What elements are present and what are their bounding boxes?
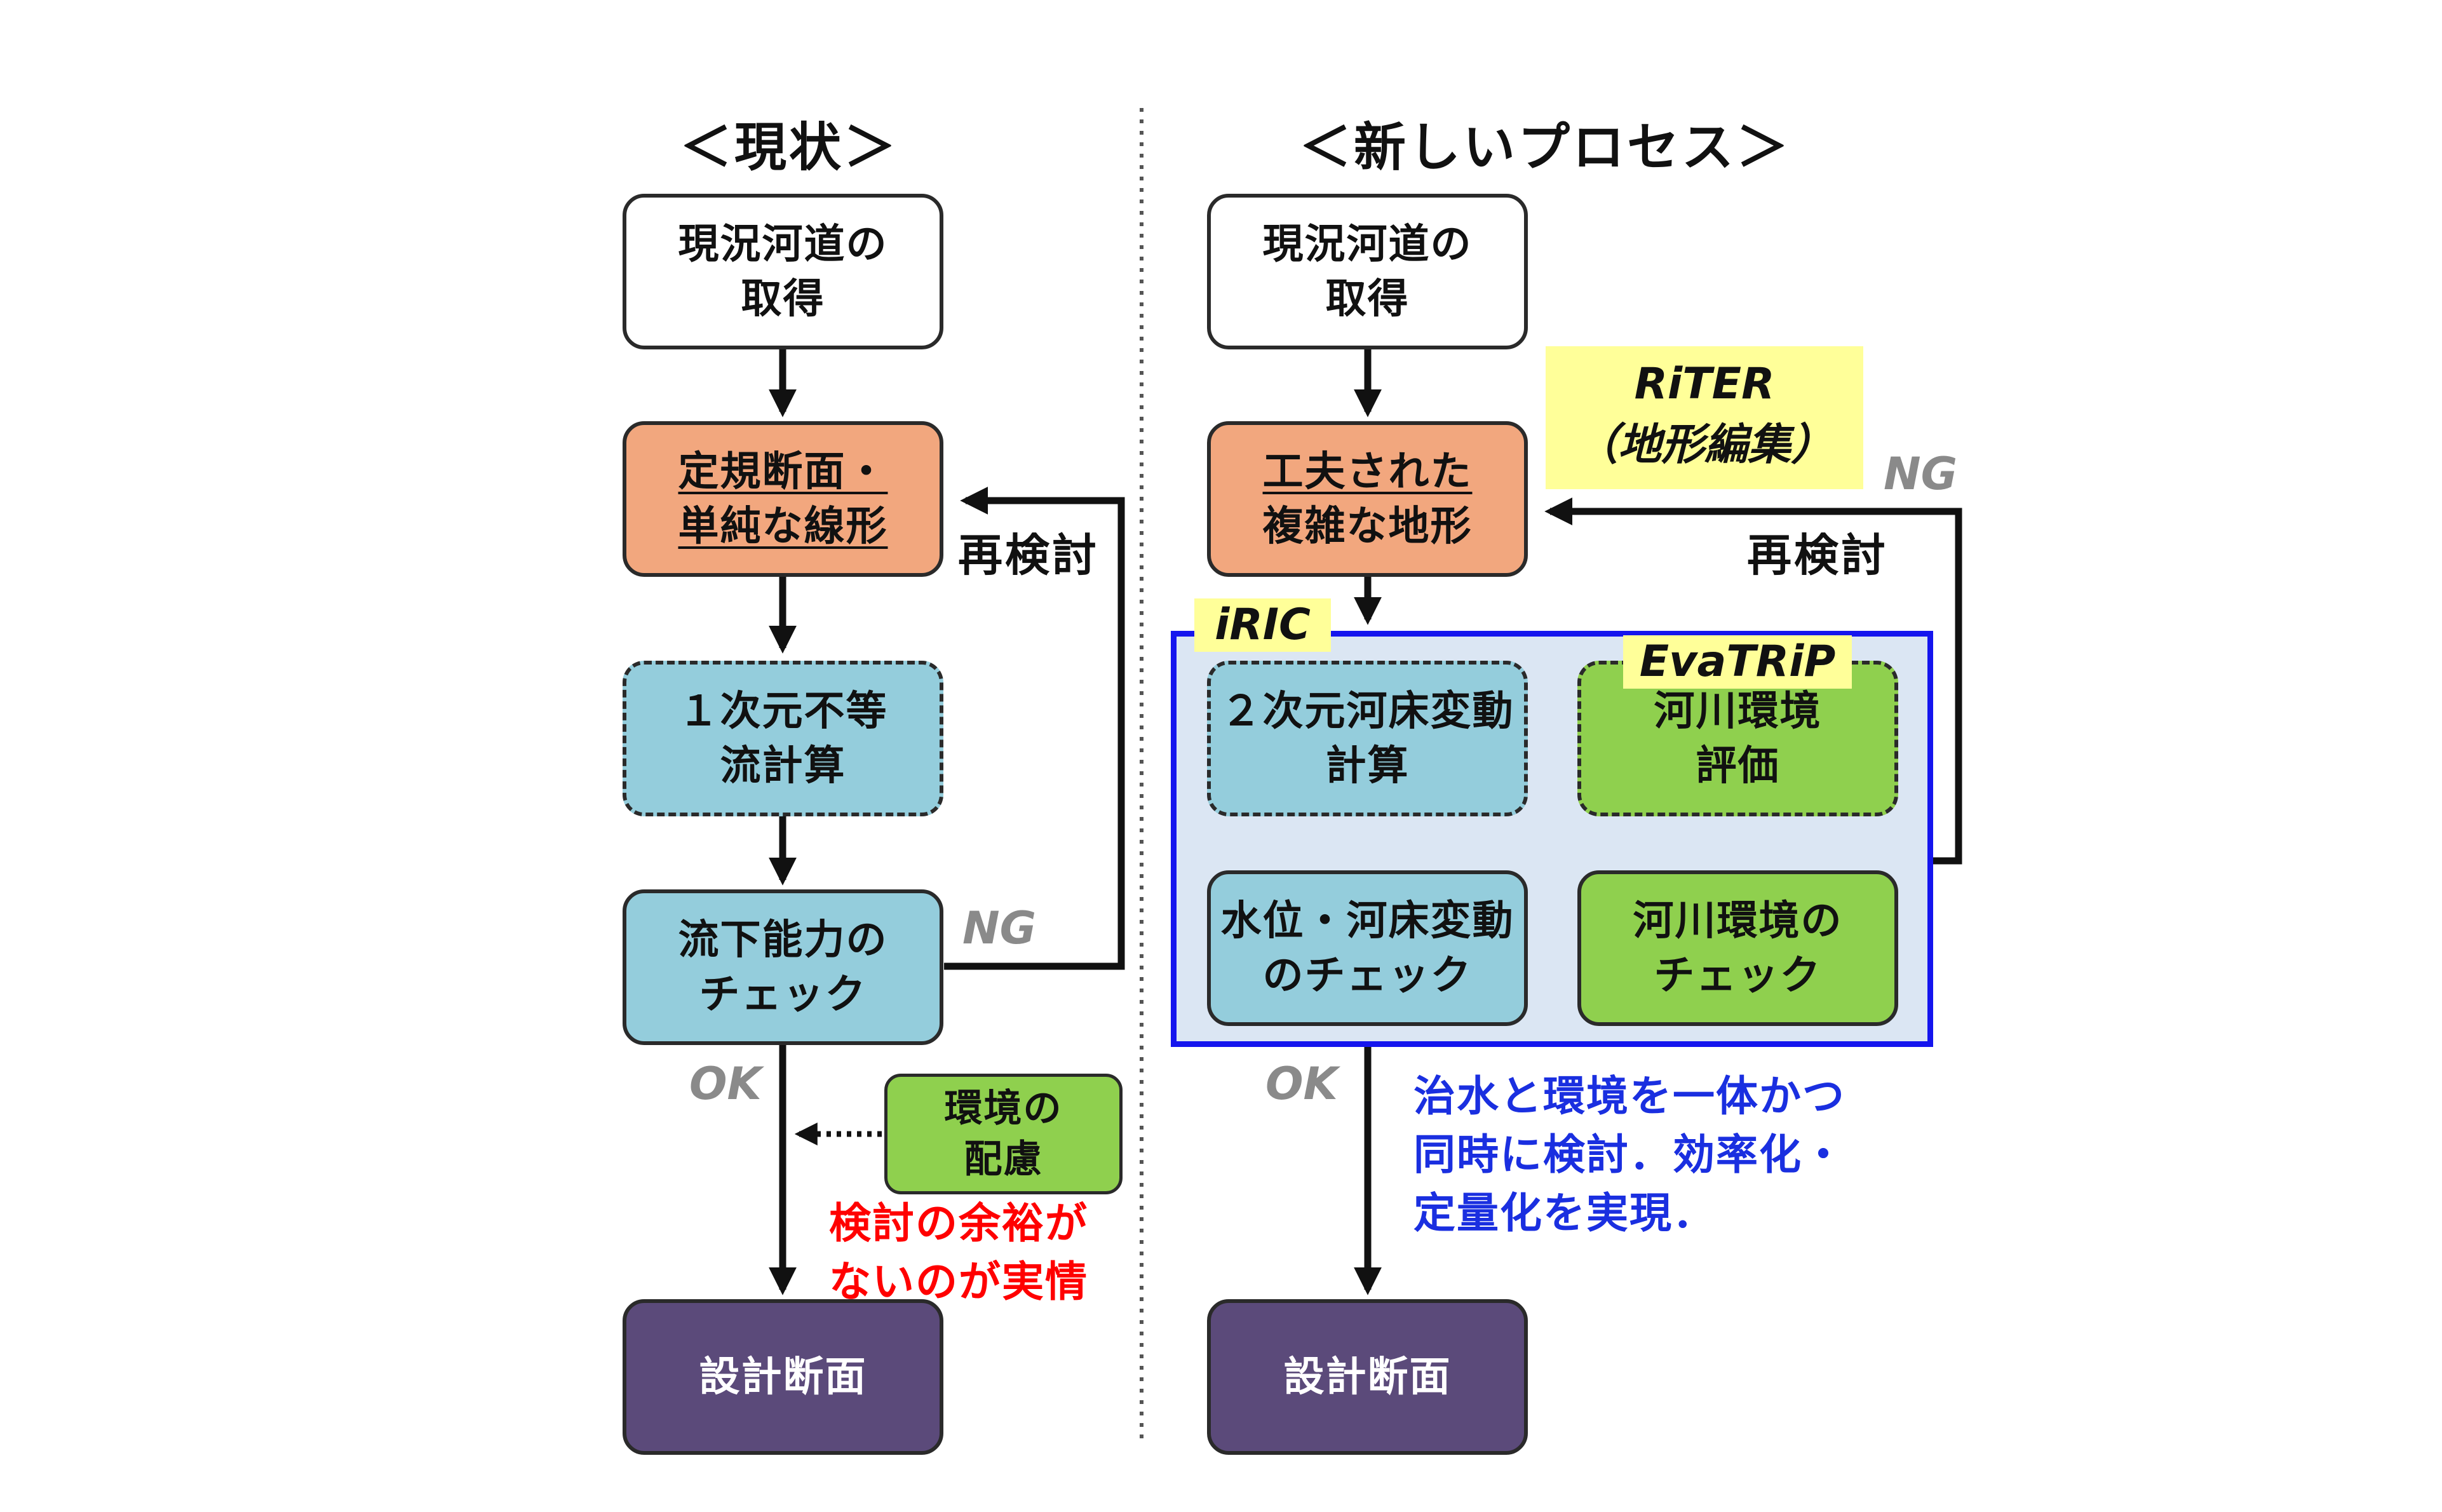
left-recheck-label: 再検討 — [958, 529, 1099, 581]
left-box-design-label: 設計断面 — [699, 1353, 867, 1401]
right-box-2d-calc: ２次元河床変動 計算 — [1207, 661, 1528, 816]
left-box-check-line1: 流下能力の — [678, 916, 888, 964]
left-note: 検討の余裕が ないのが実情 — [829, 1194, 1088, 1311]
left-title: ＜現状＞ — [680, 118, 899, 178]
left-box-env-line1: 環境の — [944, 1086, 1063, 1131]
right-box-design-section: 設計断面 — [1207, 1299, 1528, 1455]
left-box-acquire-line2: 取得 — [741, 275, 825, 323]
arrow-right-ng-loop — [1544, 497, 1962, 865]
right-title: ＜新しいプロセス＞ — [1299, 118, 1791, 178]
left-ok-label: OK — [689, 1058, 762, 1110]
right-box-design-label: 設計断面 — [1283, 1353, 1452, 1401]
right-box-water-line1: 水位・河床変動 — [1220, 897, 1514, 945]
right-note-line3: 定量化を実現． — [1413, 1189, 1716, 1238]
left-box-acquire: 現況河道の 取得 — [623, 194, 943, 349]
left-box-env-line2: 配慮 — [964, 1137, 1043, 1182]
right-box-env-check: 河川環境の チェック — [1577, 870, 1898, 1026]
right-box-complex-terrain: 工夫された 複雑な地形 — [1207, 421, 1528, 577]
left-note-line1: 検討の余裕が — [829, 1199, 1088, 1248]
right-box-complex-line1: 工夫された — [1262, 448, 1473, 496]
left-note-line2: ないのが実情 — [829, 1257, 1088, 1306]
right-box-eval-line1: 河川環境 — [1654, 687, 1822, 735]
evatrip-tag: EvaTRiP — [1623, 635, 1852, 689]
left-box-env-consideration: 環境の 配慮 — [884, 1074, 1123, 1194]
left-box-regular-line2: 単純な線形 — [678, 503, 888, 550]
right-recheck-label: 再検討 — [1747, 529, 1888, 581]
right-ng-label: NG — [1884, 448, 1958, 500]
right-box-complex-line2: 複雑な地形 — [1262, 503, 1473, 550]
iric-tag: iRIC — [1194, 598, 1331, 652]
right-box-acquire-line2: 取得 — [1325, 275, 1410, 323]
riter-tag-desc: （地形編集） — [1574, 420, 1834, 470]
left-box-capacity-check: 流下能力の チェック — [623, 889, 943, 1045]
right-box-acquire-line1: 現況河道の — [1262, 220, 1473, 268]
right-box-water-check: 水位・河床変動 のチェック — [1207, 870, 1528, 1026]
right-box-water-line2: のチェック — [1262, 952, 1473, 999]
riter-tag-name: RiTER — [1634, 359, 1775, 409]
right-box-eval-line2: 評価 — [1696, 742, 1780, 790]
left-ng-label: NG — [962, 902, 1037, 954]
right-box-2d-line2: 計算 — [1325, 742, 1410, 790]
left-box-design-section: 設計断面 — [623, 1299, 943, 1455]
left-box-regular-line1: 定規断面・ — [678, 448, 888, 496]
right-box-acquire: 現況河道の 取得 — [1207, 194, 1528, 349]
right-box-envcheck-line2: チェック — [1654, 952, 1822, 999]
right-box-envcheck-line1: 河川環境の — [1633, 897, 1843, 945]
riter-tag: RiTER （地形編集） — [1546, 346, 1863, 489]
left-box-acquire-line1: 現況河道の — [678, 220, 888, 268]
left-box-regular-section: 定規断面・ 単純な線形 — [623, 421, 943, 577]
right-note-line1: 治水と環境を一体かつ — [1413, 1072, 1845, 1121]
right-note-line2: 同時に検討．効率化・ — [1413, 1130, 1845, 1179]
left-box-1d-line2: 流計算 — [720, 742, 846, 790]
right-ok-label: OK — [1265, 1058, 1338, 1110]
left-box-1d-line1: １次元不等 — [678, 687, 888, 735]
left-box-1d-calc: １次元不等 流計算 — [623, 661, 943, 816]
right-note: 治水と環境を一体かつ 同時に検討．効率化・ 定量化を実現． — [1413, 1067, 1845, 1243]
right-box-2d-line1: ２次元河床変動 — [1220, 687, 1514, 735]
left-box-check-line2: チェック — [699, 971, 867, 1018]
arrow-left-ng-loop — [944, 487, 1125, 970]
